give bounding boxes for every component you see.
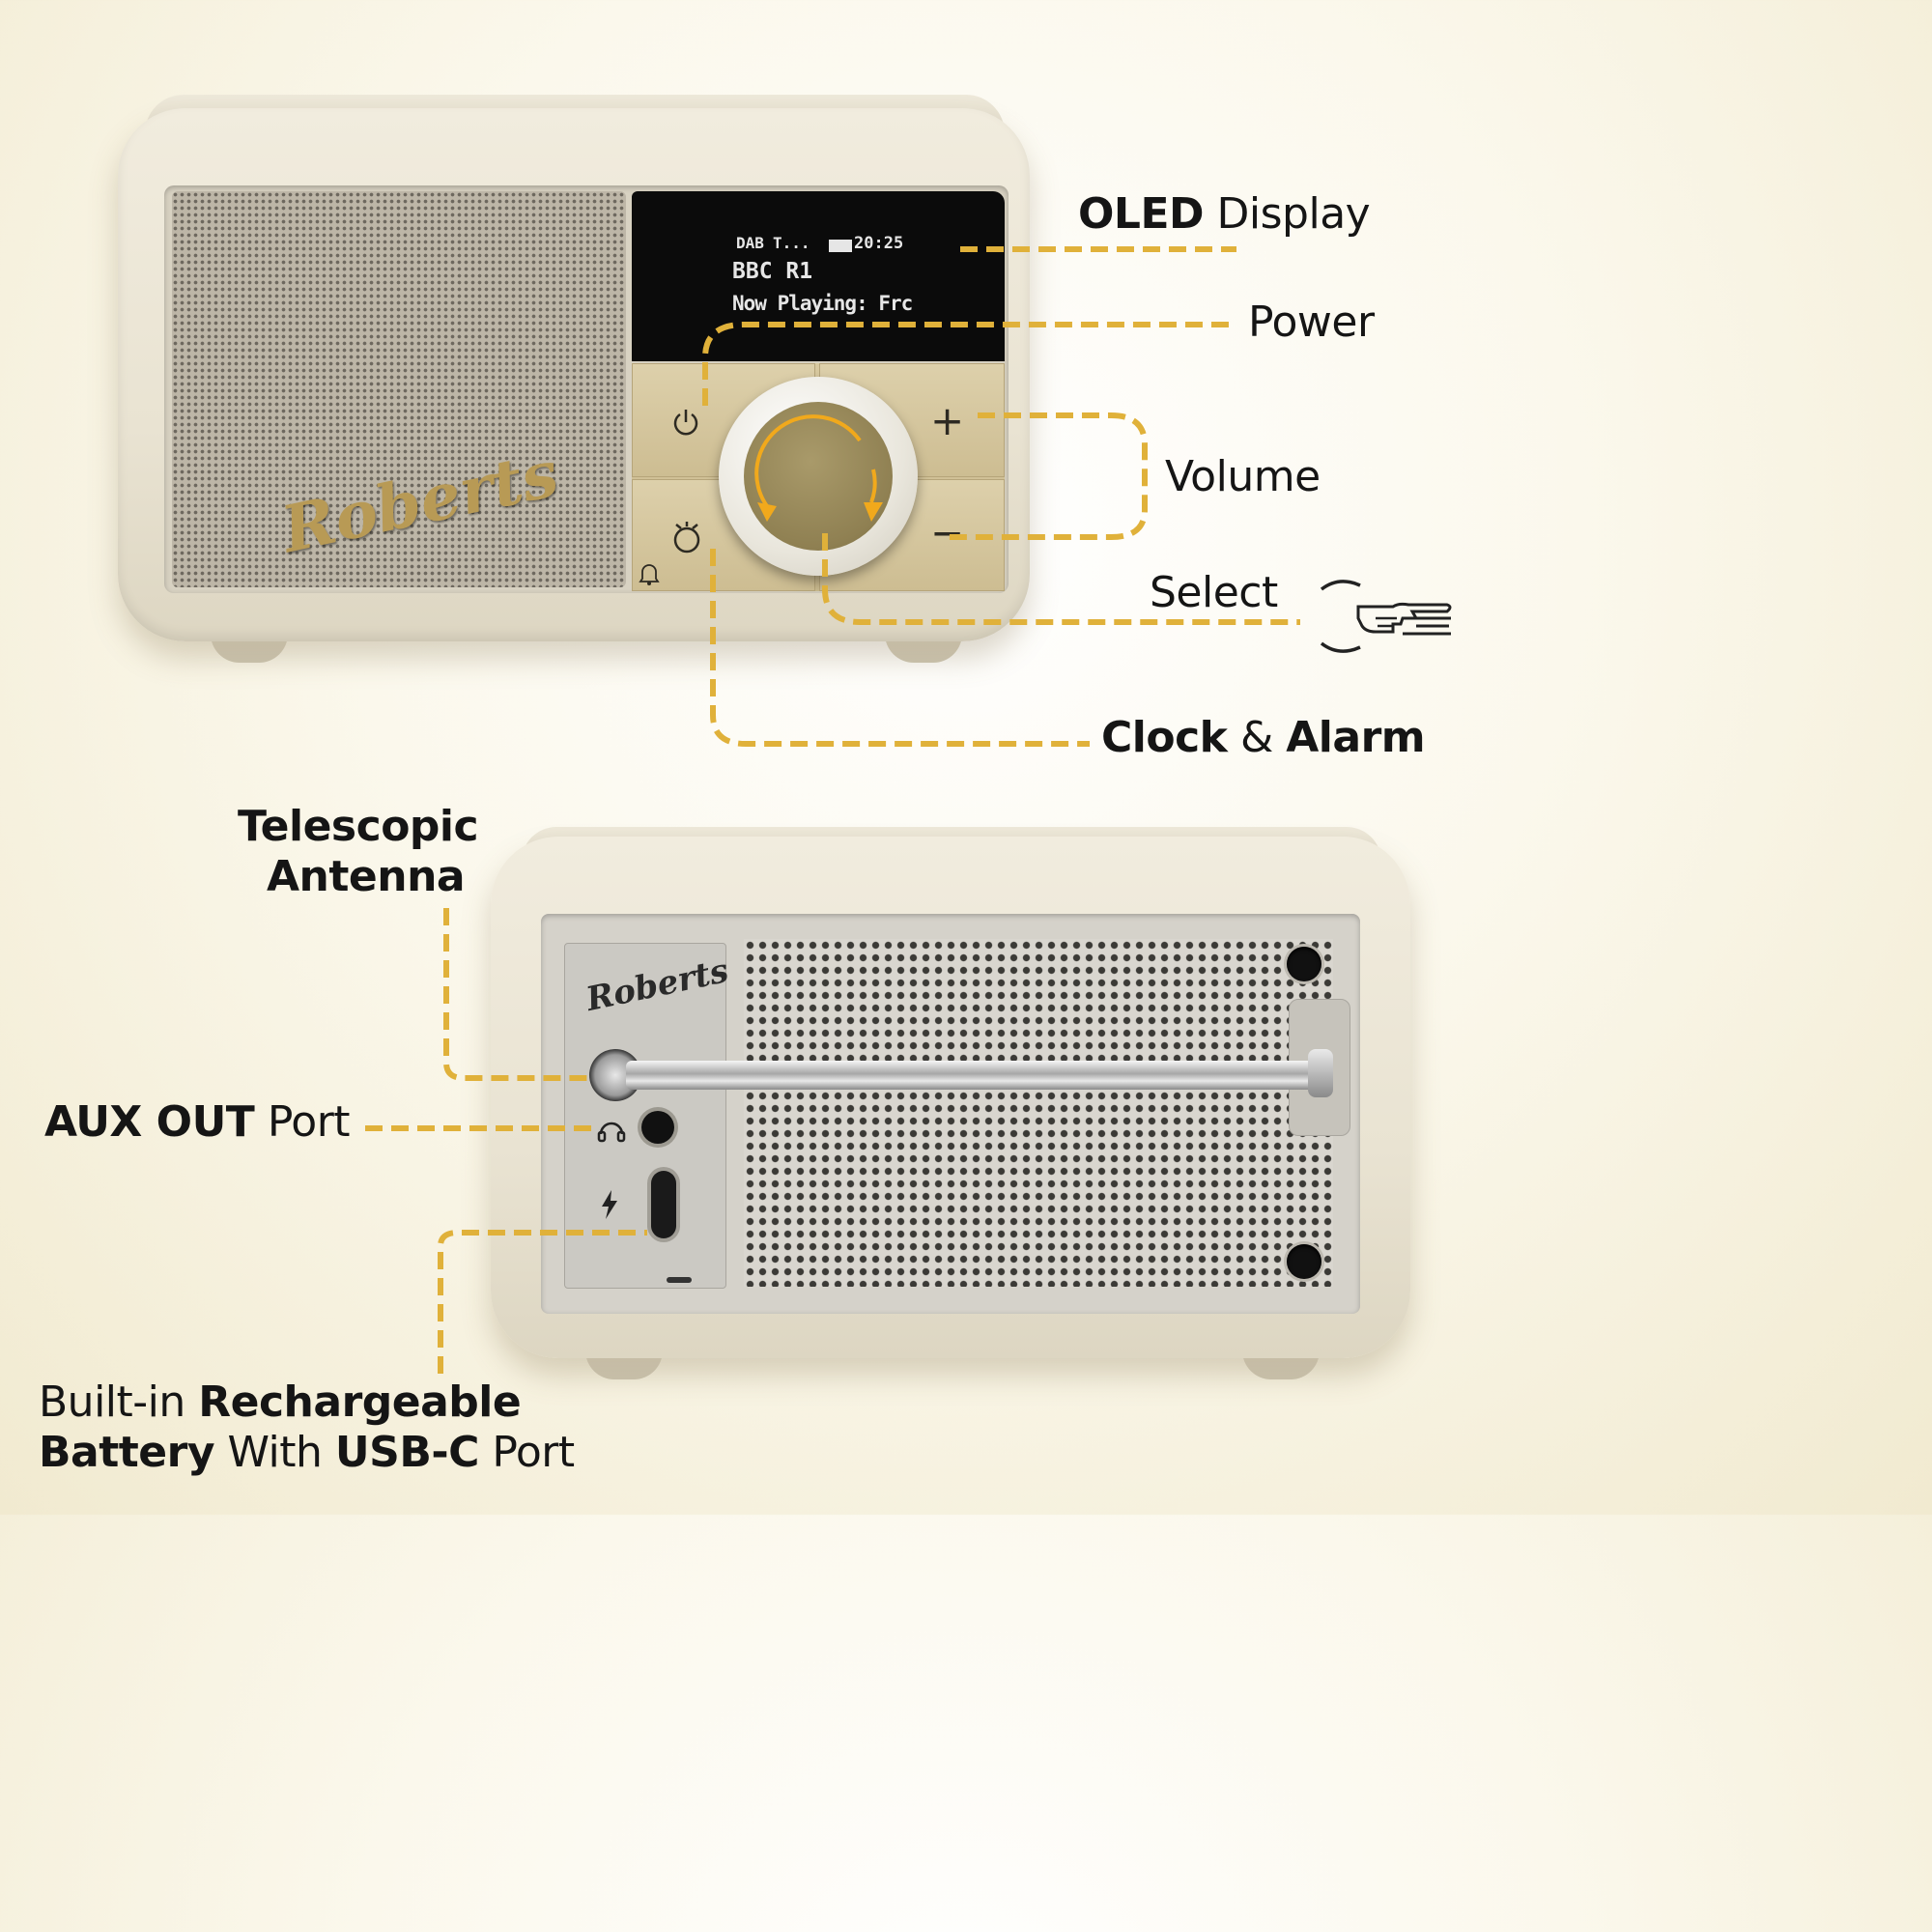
callout-lines — [365, 246, 1300, 1374]
label-battery-with: With — [214, 1428, 335, 1477]
label-telescopic: Telescopic — [238, 802, 479, 851]
rear-speaker-grille — [744, 939, 1333, 1287]
label-oled-display: OLED Display — [1078, 189, 1371, 239]
telescopic-antenna[interactable] — [626, 1061, 1314, 1090]
label-select: Select — [1150, 568, 1278, 617]
charge-led — [667, 1277, 692, 1283]
antenna-tip — [1308, 1049, 1333, 1097]
charging-bolt-icon — [597, 1188, 622, 1226]
label-aux-out: AUX OUT Port — [44, 1097, 351, 1147]
volume-down-icon: − — [930, 509, 965, 556]
label-volume: Volume — [1165, 452, 1321, 501]
select-knob[interactable] — [744, 402, 893, 551]
label-battery-bold: Battery — [39, 1428, 215, 1477]
label-battery-pre: Built-in — [39, 1378, 199, 1427]
label-antenna-line1: Telescopic — [238, 802, 479, 851]
label-oled-bold: OLED — [1078, 189, 1205, 239]
label-battery-usbc: USB-C — [334, 1428, 480, 1477]
screen-time: 20:25 — [854, 234, 904, 253]
power-icon — [671, 407, 700, 441]
headphones-icon — [595, 1115, 628, 1149]
press-hand-icon — [1320, 580, 1452, 653]
label-antenna-line2: Antenna — [267, 852, 466, 901]
screen-now-playing: Now Playing: Frc — [732, 292, 913, 315]
screen-station: BBC R1 — [732, 259, 813, 284]
screen-mode: DAB — [736, 234, 764, 252]
battery-icon — [829, 240, 852, 252]
rotate-arrows-icon — [754, 414, 883, 522]
alarm-clock-icon — [671, 519, 702, 559]
label-battery-line2: Battery With USB-C Port — [39, 1428, 575, 1477]
screw-hole-bottom — [1287, 1244, 1321, 1279]
label-aux-rest: Port — [254, 1097, 351, 1147]
label-aux-bold: AUX OUT — [44, 1097, 255, 1147]
volume-up-icon: + — [930, 397, 965, 444]
bell-icon — [639, 561, 660, 590]
label-alarm-bold: Alarm — [1286, 713, 1426, 762]
label-clock-alarm: Clock & Alarm — [1101, 713, 1426, 762]
label-battery-line1: Built-in Rechargeable — [39, 1378, 522, 1427]
speaker-grille — [172, 191, 626, 587]
label-clock-bold: Clock — [1101, 713, 1228, 762]
label-battery-rechargeable: Rechargeable — [198, 1378, 522, 1427]
label-clock-amp: & — [1227, 713, 1287, 762]
usb-c-port[interactable] — [651, 1171, 676, 1238]
label-oled-rest: Display — [1204, 189, 1371, 239]
label-battery-port: Port — [478, 1428, 575, 1477]
oled-display: DAB T... 20:25 BBC R1 Now Playing: Frc — [632, 191, 1005, 361]
label-power: Power — [1248, 298, 1375, 347]
label-antenna: Antenna — [267, 852, 466, 901]
aux-out-port[interactable] — [641, 1111, 674, 1144]
screen-signal: T... — [773, 234, 810, 252]
screw-hole-top — [1287, 947, 1321, 981]
